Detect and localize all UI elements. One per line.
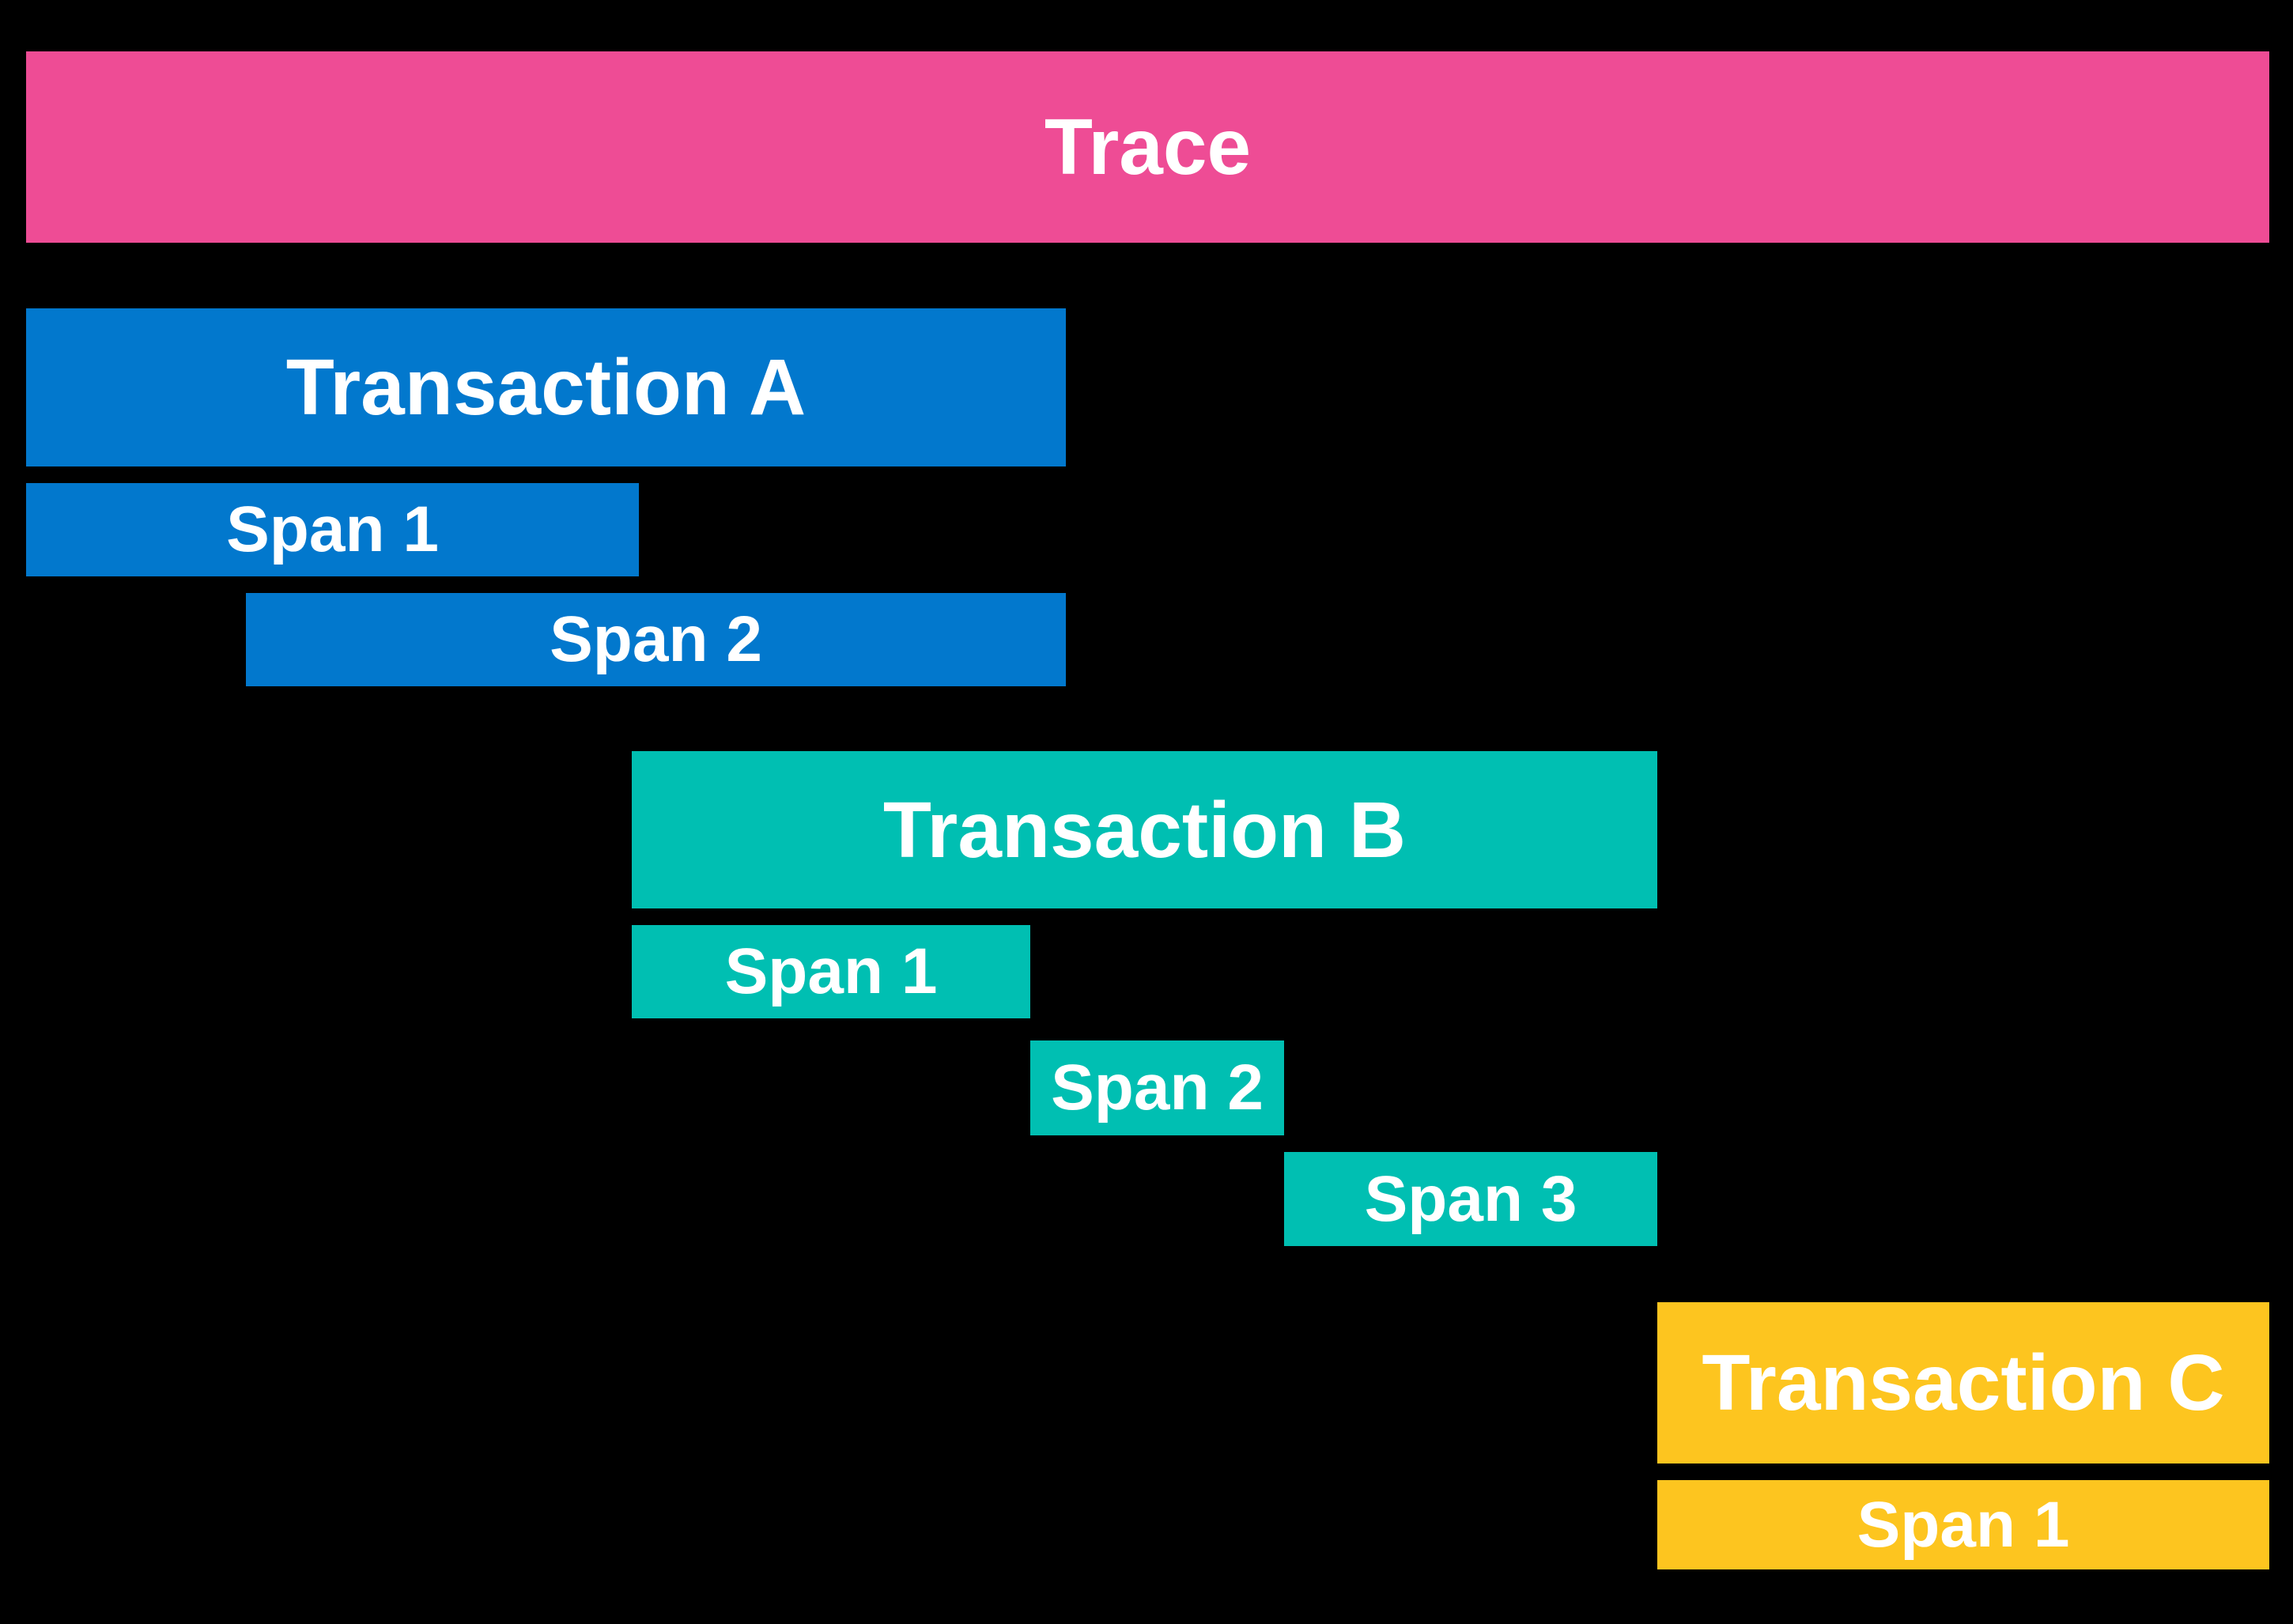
transaction-a-span1-bar: Span 1 xyxy=(26,483,639,576)
transaction-b-span3-label: Span 3 xyxy=(1364,1162,1577,1235)
transaction-c-label: Transaction C xyxy=(1702,1339,2225,1427)
transaction-b-label: Transaction B xyxy=(882,785,1407,874)
transaction-b-span2-bar: Span 2 xyxy=(1030,1040,1284,1135)
transaction-a-span2-label: Span 2 xyxy=(550,603,762,675)
trace-label: Trace xyxy=(1044,103,1252,191)
transaction-c-span1-bar: Span 1 xyxy=(1657,1480,2269,1569)
transaction-a-bar: Transaction A xyxy=(26,308,1066,466)
transaction-a-span1-label: Span 1 xyxy=(226,493,439,565)
transaction-b-span3-bar: Span 3 xyxy=(1284,1152,1657,1246)
transaction-b-span1-label: Span 1 xyxy=(724,935,938,1007)
transaction-a-span2-bar: Span 2 xyxy=(246,593,1066,686)
transaction-b-span1-bar: Span 1 xyxy=(632,925,1030,1018)
transaction-c-bar: Transaction C xyxy=(1657,1302,2269,1463)
transaction-a-label: Transaction A xyxy=(285,343,807,432)
transaction-b-bar: Transaction B xyxy=(632,751,1657,908)
trace-bar: Trace xyxy=(26,51,2269,243)
transaction-c-span1-label: Span 1 xyxy=(1857,1488,2070,1561)
transaction-b-span2-label: Span 2 xyxy=(1051,1052,1264,1124)
